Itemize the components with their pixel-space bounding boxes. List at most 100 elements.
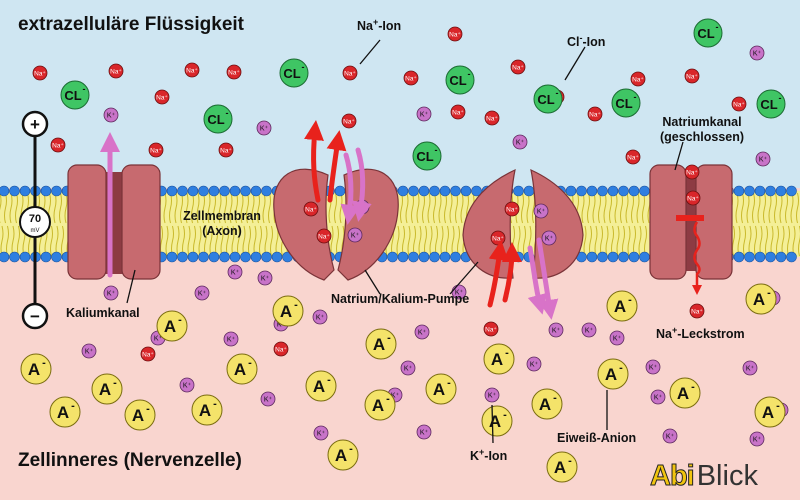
cl-ion-text: CL bbox=[416, 149, 433, 164]
na-ion: Na⁺ bbox=[108, 63, 124, 79]
anion-text: A bbox=[313, 377, 325, 396]
k-pump-arrow bbox=[527, 245, 548, 315]
na-ion-text: Na⁺ bbox=[627, 155, 639, 162]
label-eiweiss-anion: Eiweiß-Anion bbox=[557, 431, 637, 445]
phospholipid-head bbox=[586, 251, 598, 263]
phospholipid-head bbox=[786, 251, 797, 263]
k-ion: K⁺ bbox=[645, 359, 661, 375]
k-ion: K⁺ bbox=[749, 431, 765, 447]
phospholipid-head bbox=[208, 185, 220, 197]
na-ion-text: Na⁺ bbox=[512, 65, 524, 72]
phospholipid-head bbox=[618, 251, 629, 263]
protein-anion: A- bbox=[272, 295, 304, 327]
k-ion-text: K⁺ bbox=[154, 336, 163, 343]
anion-charge: - bbox=[447, 377, 451, 389]
k-ion-text: K⁺ bbox=[746, 366, 755, 373]
k-ion: K⁺ bbox=[749, 45, 765, 61]
na-ion: Na⁺ bbox=[490, 230, 506, 246]
na-ion-text: Na⁺ bbox=[405, 76, 417, 83]
anion-text: A bbox=[132, 406, 144, 425]
na-ion: Na⁺ bbox=[483, 321, 499, 337]
phospholipid-head bbox=[439, 251, 451, 263]
anion-text: A bbox=[762, 403, 774, 422]
k-ion: K⁺ bbox=[484, 387, 500, 403]
protein-anion: A- bbox=[226, 353, 258, 385]
k-ion-text: K⁺ bbox=[759, 157, 768, 164]
k-ion-text: K⁺ bbox=[537, 209, 546, 216]
extracellular-space bbox=[0, 0, 800, 188]
phospholipid-head bbox=[177, 251, 188, 263]
protein-anion: A- bbox=[606, 290, 638, 322]
cl-ion-text: CL bbox=[283, 66, 300, 81]
cl-ion-charge: - bbox=[302, 62, 305, 72]
cl-ion-text: CL bbox=[449, 73, 466, 88]
anion-text: A bbox=[373, 335, 385, 354]
na-pump-arrow bbox=[501, 242, 522, 303]
k-ion: K⁺ bbox=[227, 264, 243, 280]
k-ion: K⁺ bbox=[256, 120, 272, 136]
na-ion: Na⁺ bbox=[447, 26, 463, 42]
na-ion: Na⁺ bbox=[504, 201, 520, 217]
label-cl-ion: Cl--Ion bbox=[567, 33, 606, 50]
voltage-unit: mV bbox=[31, 228, 40, 234]
k-ion-text: K⁺ bbox=[418, 330, 427, 337]
na-ion: Na⁺ bbox=[731, 96, 747, 112]
na-ion: Na⁺ bbox=[140, 346, 156, 362]
phospholipid-head bbox=[429, 251, 440, 263]
phospholipid-head bbox=[597, 251, 608, 263]
k-ion: K⁺ bbox=[313, 425, 329, 441]
phospholipid-head bbox=[166, 185, 178, 197]
na-ion-text: Na⁺ bbox=[228, 70, 240, 77]
protein-anion: A- bbox=[597, 358, 629, 390]
na-ion: Na⁺ bbox=[403, 70, 419, 86]
k-ion: K⁺ bbox=[755, 151, 771, 167]
na-ion-text: Na⁺ bbox=[318, 234, 330, 241]
anion-charge: - bbox=[113, 377, 117, 389]
k-ion-text: K⁺ bbox=[85, 349, 94, 356]
phospholipid-head bbox=[460, 185, 472, 197]
phospholipid-head bbox=[618, 185, 629, 197]
k-ion-text: K⁺ bbox=[260, 126, 269, 133]
na-ion-text: Na⁺ bbox=[34, 71, 46, 78]
kaliumkanal-subunit bbox=[67, 164, 107, 280]
na-ion: Na⁺ bbox=[684, 164, 700, 180]
na-ion: Na⁺ bbox=[484, 110, 500, 126]
k-ion-text: K⁺ bbox=[545, 236, 554, 243]
k-ion-text: K⁺ bbox=[227, 337, 236, 344]
anion-text: A bbox=[489, 412, 501, 431]
anion-charge: - bbox=[628, 294, 632, 306]
phospholipid-head bbox=[513, 251, 524, 263]
cl-ion-charge: - bbox=[83, 84, 86, 94]
phospholipid-head bbox=[744, 251, 755, 263]
phospholipid-head bbox=[51, 251, 62, 263]
phospholipid-head bbox=[187, 251, 199, 263]
anion-charge: - bbox=[553, 392, 557, 404]
anion-charge: - bbox=[505, 347, 509, 359]
k-ion-text: K⁺ bbox=[753, 51, 762, 58]
phospholipid-head bbox=[261, 185, 272, 197]
phospholipid-head bbox=[597, 185, 608, 197]
phospholipid-head bbox=[177, 185, 188, 197]
k-ion: K⁺ bbox=[416, 106, 432, 122]
phospholipid-head bbox=[513, 185, 524, 197]
na-ion: Na⁺ bbox=[510, 59, 526, 75]
na-out-arrow bbox=[304, 120, 324, 203]
phospholipid-head bbox=[586, 185, 598, 197]
na-ion: Na⁺ bbox=[450, 104, 466, 120]
phospholipid-head bbox=[429, 185, 440, 197]
natriumkanal-subunit bbox=[649, 164, 687, 280]
na-ion: Na⁺ bbox=[273, 341, 289, 357]
k-ion: K⁺ bbox=[512, 134, 528, 150]
k-ion: K⁺ bbox=[194, 285, 210, 301]
na-ion-text: Na⁺ bbox=[452, 110, 464, 117]
protein-anion: A- bbox=[327, 439, 359, 471]
phospholipid-head bbox=[628, 185, 640, 197]
ions: Na⁺ Na⁺ Na⁺ Na⁺ Na⁺ Na⁺ Na⁺ Na⁺ Na⁺ Na⁺ Na⁺ Na⁺ Na⁺ N… bbox=[20, 18, 789, 483]
cl-ion-charge: - bbox=[435, 145, 438, 155]
k-ion-text: K⁺ bbox=[455, 290, 464, 297]
anion-text: A bbox=[234, 360, 246, 379]
leak-current-arrow bbox=[692, 221, 702, 295]
anion-charge: - bbox=[349, 443, 353, 455]
